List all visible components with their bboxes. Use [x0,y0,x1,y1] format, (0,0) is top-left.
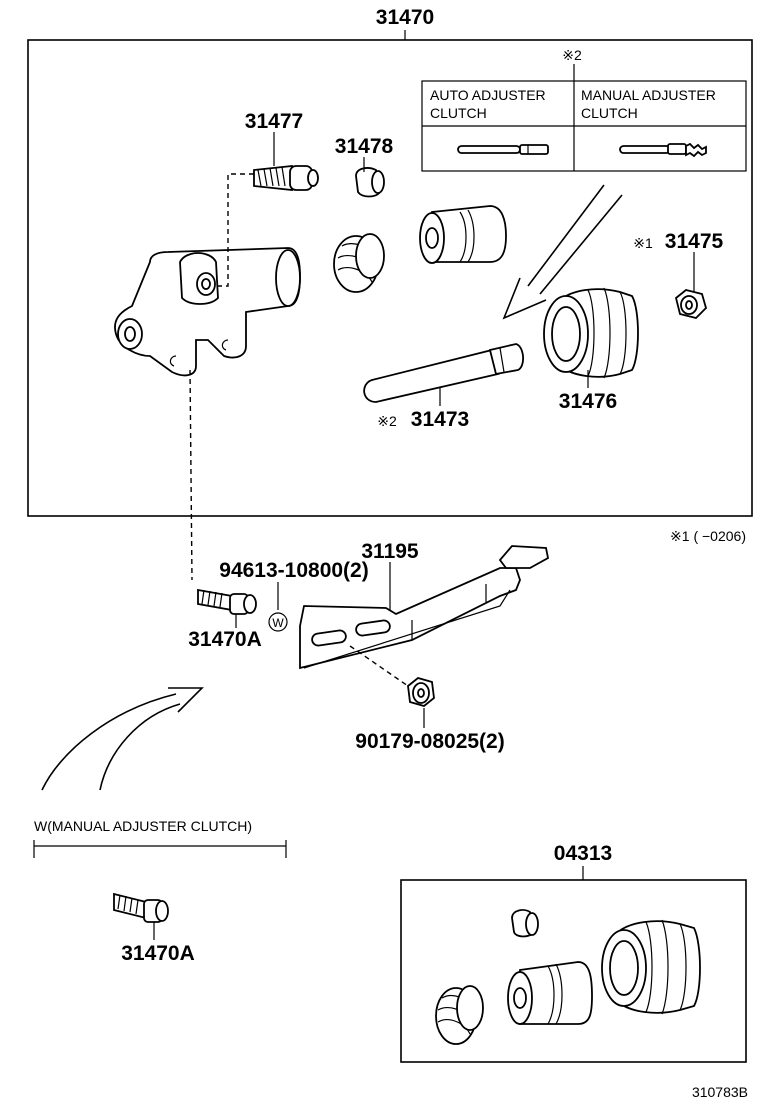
part-number-31473: 31473 [411,408,469,431]
part-number-31470a: 31470A [188,628,262,651]
dashed-nut-line [349,645,409,687]
note1-mark: ※1 [633,235,653,251]
cap [355,167,385,198]
label-90179-08025: 90179-08025(2) [355,730,504,753]
part-number-04313: 04313 [554,842,612,865]
part-number-31478: 31478 [335,135,394,158]
note2-mark: ※2 [377,413,397,429]
label-94613-10800: 94613-10800(2) [219,559,368,582]
manual-adjuster-rod [619,142,707,158]
table-col1-line2: CLUTCH [430,105,487,121]
bleeder-plug [253,165,319,191]
piston [419,205,507,264]
kit-cap [511,909,539,938]
variant-bracket-line [33,840,287,858]
w-circle-text: W [272,616,284,630]
callout-arrow [502,184,623,320]
bolt-31470a-manual [113,892,169,923]
variant-arrow [41,687,204,791]
bolt-31470a [197,588,257,615]
push-rod [363,343,524,403]
part-number-31475: 31475 [665,230,724,253]
kit-frame [400,879,747,1063]
footnote-note1: ※1 ( −0206) [670,528,746,544]
release-cylinder-body [114,247,301,377]
table-col1-line1: AUTO ADJUSTER [430,87,546,103]
variant-heading: W(MANUAL ADJUSTER CLUTCH) [34,818,252,834]
note2-mark-top: ※2 [562,47,582,63]
nut-31475 [674,289,708,319]
variant-table: AUTO ADJUSTER CLUTCH MANUAL ADJUSTER CLU… [421,80,747,172]
auto-adjuster-rod [457,144,549,155]
w-circle [268,612,288,632]
table-col2-line1: MANUAL ADJUSTER [581,87,716,103]
part-number-31477: 31477 [245,110,303,133]
table-col2-line2: CLUTCH [581,105,638,121]
drawing-code: 310783B [692,1084,748,1100]
bracket [299,545,550,670]
spring [333,233,385,293]
kit-boot [601,919,701,1015]
part-number-31195: 31195 [361,540,419,563]
dashed-body-to-bolt [189,369,193,581]
kit-spring [435,985,484,1045]
boot [543,287,639,379]
nut-90179 [407,677,435,707]
assembly-frame [27,39,753,517]
dashed-bleeder-line [214,173,254,287]
part-number-31476: 31476 [559,390,617,413]
part-number-31470a-manual: 31470A [121,942,195,965]
part-number-31470: 31470 [376,6,434,29]
kit-piston [507,961,593,1025]
